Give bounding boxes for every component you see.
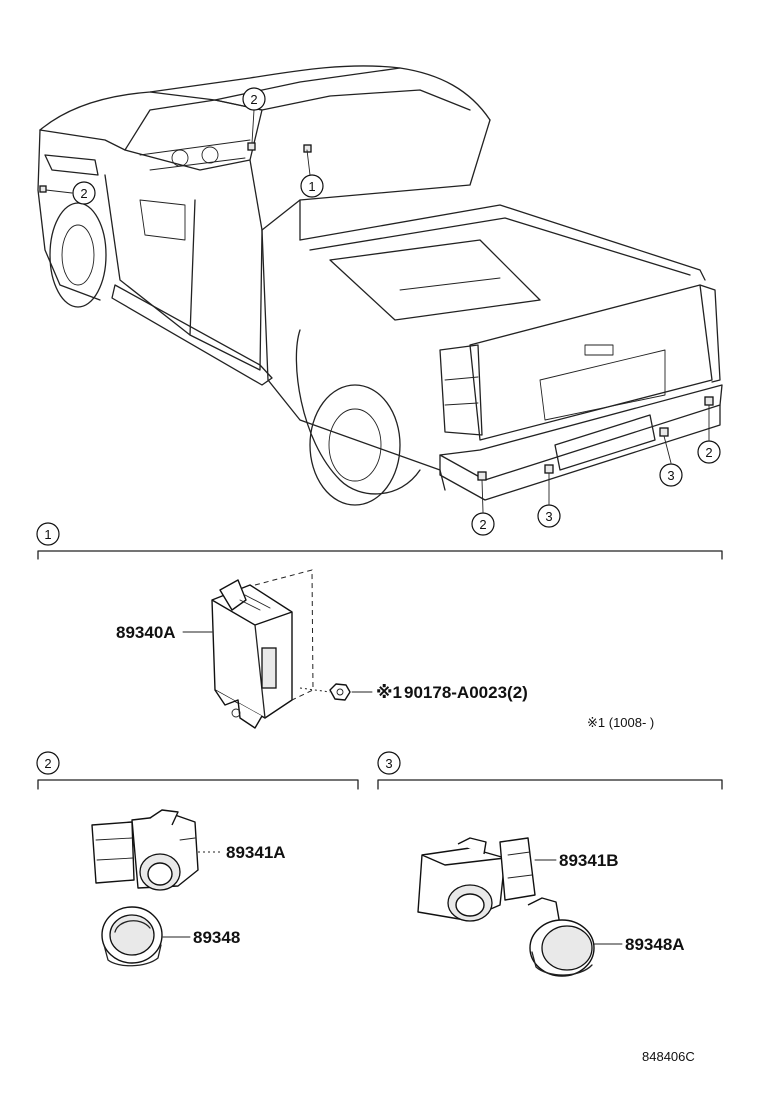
nut-part-number: 90178-A0023(2) (404, 683, 528, 702)
section-2-number: 2 (44, 756, 51, 771)
callout-2-rear-right: 2 (697, 440, 721, 464)
callout-2-rear-left: 2 (471, 512, 495, 536)
section-1: 1 89340A ※1 90178-A0023(2) ※1 (1008- ) (36, 522, 723, 730)
sensor-mark (659, 427, 669, 437)
svg-text:1: 1 (308, 179, 315, 194)
ecu-part-number: 89340A (116, 623, 176, 642)
svg-text:2: 2 (250, 92, 257, 107)
callout-2-top: 2 (242, 87, 266, 111)
sensor-retainer-a (101, 906, 163, 967)
section-3: 3 89341B 89348A (377, 751, 723, 977)
svg-text:2: 2 (479, 517, 486, 532)
parking-assist-ecu (211, 569, 314, 729)
sensor-a-part-number: 89341A (226, 843, 286, 862)
section-2: 2 89341A 89348 (36, 751, 359, 967)
nut-fastener (299, 683, 351, 701)
svg-text:2: 2 (705, 445, 712, 460)
svg-text:2: 2 (80, 186, 87, 201)
sensor-mark (544, 464, 554, 474)
diagram-code: 848406C (642, 1049, 695, 1064)
section-3-number: 3 (385, 756, 392, 771)
sensor-mark (704, 396, 714, 406)
sensor-b-part-number: 89341B (559, 851, 619, 870)
section-2-bracket (37, 779, 359, 790)
nut-prefix: ※1 (376, 683, 402, 702)
section-1-number: 1 (44, 527, 51, 542)
retainer-b-part-number: 89348A (625, 935, 685, 954)
sensor-mark (39, 185, 47, 193)
svg-text:3: 3 (667, 468, 674, 483)
retainer-a-part-number: 89348 (193, 928, 240, 947)
ultrasonic-sensor-a (91, 809, 199, 891)
callout-1-top: 1 (300, 174, 324, 198)
section-1-bracket (37, 550, 723, 560)
ultrasonic-sensor-b (417, 837, 536, 922)
section-1-badge (36, 522, 60, 546)
callout-3-rear-left: 3 (537, 504, 561, 528)
sensor-mark (477, 471, 487, 481)
callout-3-rear-right: 3 (659, 463, 683, 487)
pickup-truck-illustration (37, 65, 723, 506)
svg-text:3: 3 (545, 509, 552, 524)
footnote: ※1 (1008- ) (587, 715, 654, 730)
section-3-bracket (377, 779, 723, 790)
section-2-badge (36, 751, 60, 775)
callout-2-front: 2 (72, 181, 96, 205)
section-3-badge (377, 751, 401, 775)
sensor-mark (247, 142, 256, 151)
sensor-retainer-b (527, 897, 595, 977)
